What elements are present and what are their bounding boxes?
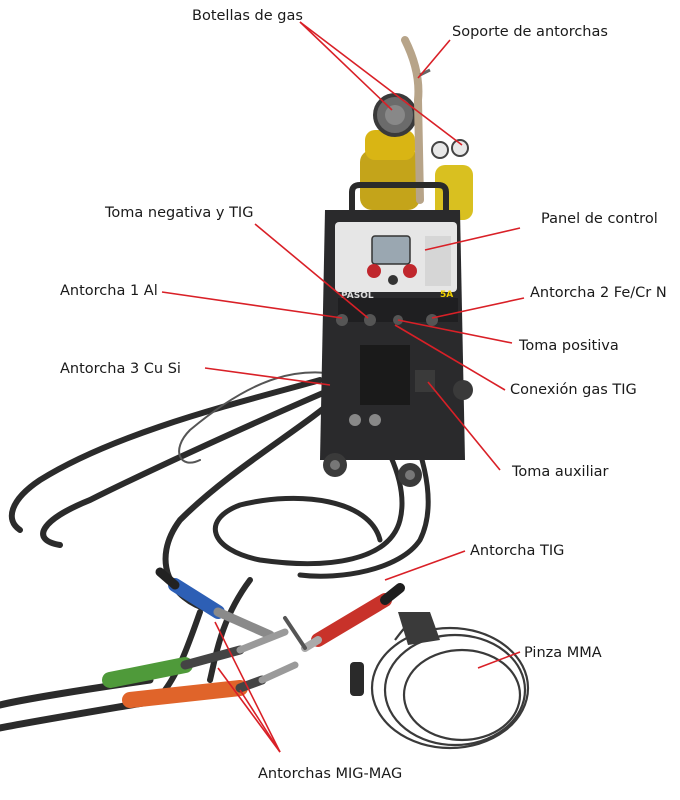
machine-wheels <box>323 380 473 487</box>
mig-torch-orange <box>122 661 299 708</box>
leader-gas-bottles-1 <box>299 21 393 111</box>
label-mig-mag: Antorchas MIG-MAG <box>258 766 403 782</box>
label-torch1: Antorcha 1 Al <box>60 283 158 299</box>
leader-positive <box>397 319 513 344</box>
label-control-panel: Panel de control <box>541 211 658 227</box>
label-aux: Toma auxiliar <box>512 464 609 480</box>
machine-body <box>320 210 465 460</box>
label-tig-gas: Conexión gas TIG <box>510 382 637 398</box>
leader-mig-3 <box>239 689 281 753</box>
mma-clamp-cable <box>370 612 530 750</box>
leader-lines <box>161 21 525 753</box>
machine-panel-text: 5A <box>440 290 453 300</box>
leader-torch-holder <box>417 39 451 79</box>
mma-clamp <box>350 612 440 696</box>
label-gas-bottles: Botellas de gas <box>192 8 303 24</box>
gas-bottles <box>360 93 473 220</box>
leader-tig-gas <box>394 324 506 391</box>
leader-tig-torch <box>384 550 466 581</box>
leader-torch2 <box>431 297 525 319</box>
label-positive: Toma positiva <box>519 338 619 354</box>
label-torch-holder: Soporte de antorchas <box>452 24 608 40</box>
leader-mig-2 <box>217 667 281 753</box>
mig-torch-green <box>102 628 289 688</box>
leader-mig-1 <box>214 621 281 753</box>
label-torch2: Antorcha 2 Fe/Cr N <box>530 285 667 301</box>
label-torch3: Antorcha 3 Cu Si <box>60 361 181 377</box>
leader-negative-tig <box>254 223 369 319</box>
label-tig-torch: Antorcha TIG <box>470 543 565 559</box>
leader-torch1 <box>161 291 343 319</box>
machine-brand: PASOL <box>341 291 374 301</box>
leader-aux <box>427 381 501 471</box>
leader-control-panel <box>424 227 521 251</box>
tig-torch <box>283 583 405 652</box>
label-negative-tig: Toma negativa y TIG <box>105 205 254 221</box>
label-mma-clamp: Pinza MMA <box>524 645 602 661</box>
mig-torch-blue <box>155 567 275 640</box>
leader-torch3 <box>204 367 331 386</box>
leader-mma-clamp <box>477 651 521 669</box>
leader-gas-bottles-2 <box>299 21 463 146</box>
machine-handle <box>349 182 449 210</box>
